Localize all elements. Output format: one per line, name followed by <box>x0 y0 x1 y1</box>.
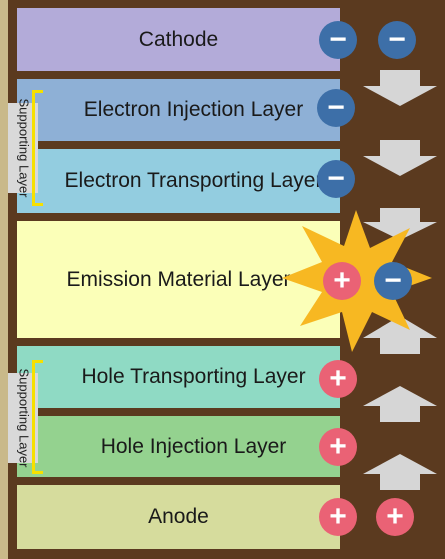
hole-transporting-layer: Hole Transporting Layer <box>17 346 340 408</box>
up-arrow-2 <box>363 386 437 422</box>
substrate-edge <box>0 0 8 559</box>
hole-icon: + <box>319 428 357 466</box>
cathode-layer: Cathode <box>17 8 340 71</box>
down-arrow-1 <box>363 70 437 106</box>
electron-injection-layer: Electron Injection Layer <box>17 79 340 141</box>
cathode-label: Cathode <box>138 27 219 51</box>
electron-transporting-label: Electron Transporting Layer <box>64 169 323 192</box>
hole-icon: + <box>319 498 357 536</box>
down-arrow-2 <box>363 140 437 176</box>
down-arrow-3 <box>363 208 437 240</box>
hole-injection-layer: Hole Injection Layer <box>17 416 340 477</box>
emission-material-label: Emission Material Layer <box>66 267 291 291</box>
electron-transporting-layer: Electron Transporting Layer <box>17 149 340 213</box>
emission-material-layer: Emission Material Layer <box>17 221 340 338</box>
up-arrow-1 <box>363 316 437 354</box>
hole-icon: + <box>323 262 361 300</box>
electron-injection-label: Electron Injection Layer <box>83 98 304 121</box>
hole-transporting-label: Hole Transporting Layer <box>81 365 306 388</box>
hole-injection-label: Hole Injection Layer <box>100 434 287 458</box>
up-arrow-3 <box>363 454 437 490</box>
electron-icon: − <box>374 262 412 300</box>
anode-layer: Anode <box>17 485 340 549</box>
electron-icon: − <box>317 160 355 198</box>
electron-icon: − <box>378 21 416 59</box>
electron-icon: − <box>317 89 355 127</box>
anode-label: Anode <box>148 505 209 528</box>
hole-icon: + <box>376 498 414 536</box>
hole-icon: + <box>319 360 357 398</box>
supporting-bracket-top <box>32 90 43 206</box>
supporting-bracket-bottom <box>32 360 43 474</box>
electron-icon: − <box>319 21 357 59</box>
